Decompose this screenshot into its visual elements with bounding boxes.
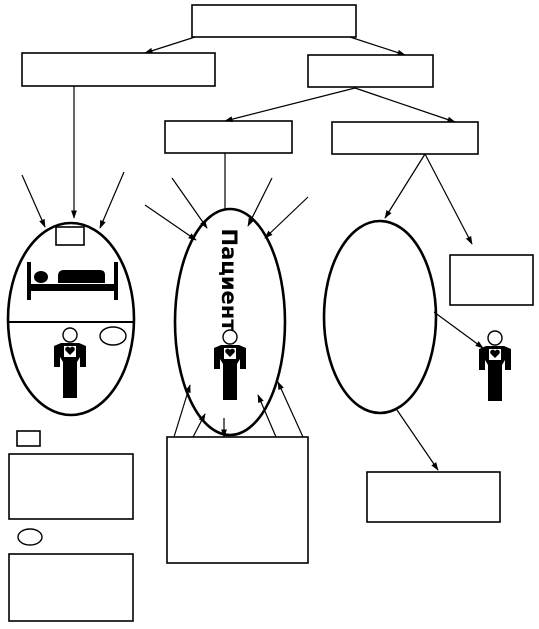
patient-input-arrows [144, 177, 309, 241]
patient-label: Пациент [217, 229, 241, 333]
right-side-box [449, 254, 534, 306]
patient-oval: Пациент [173, 207, 287, 437]
legend-ellipse-symbol [17, 528, 43, 546]
top-arrows [71, 36, 473, 245]
oval-small-ellipse [99, 326, 127, 346]
right-category-box [307, 54, 434, 88]
legend-rect-description [8, 453, 134, 520]
top-box [191, 4, 357, 38]
right-subcategory-box [331, 121, 479, 155]
legend-rect-symbol [16, 430, 41, 447]
bottom-middle-box [166, 436, 309, 564]
bottom-middle-arrows [173, 381, 304, 438]
middle-subcategory-box [164, 120, 293, 154]
hospital-bed-icon [27, 262, 118, 300]
hospital-oval [6, 221, 136, 417]
left-category-box [21, 52, 216, 87]
right-empty-oval [322, 219, 438, 415]
nurse-with-heart-icon [478, 330, 512, 402]
legend-ellipse-description [8, 553, 134, 622]
right-bottom-box [366, 471, 501, 523]
oval-small-rect [55, 226, 85, 246]
